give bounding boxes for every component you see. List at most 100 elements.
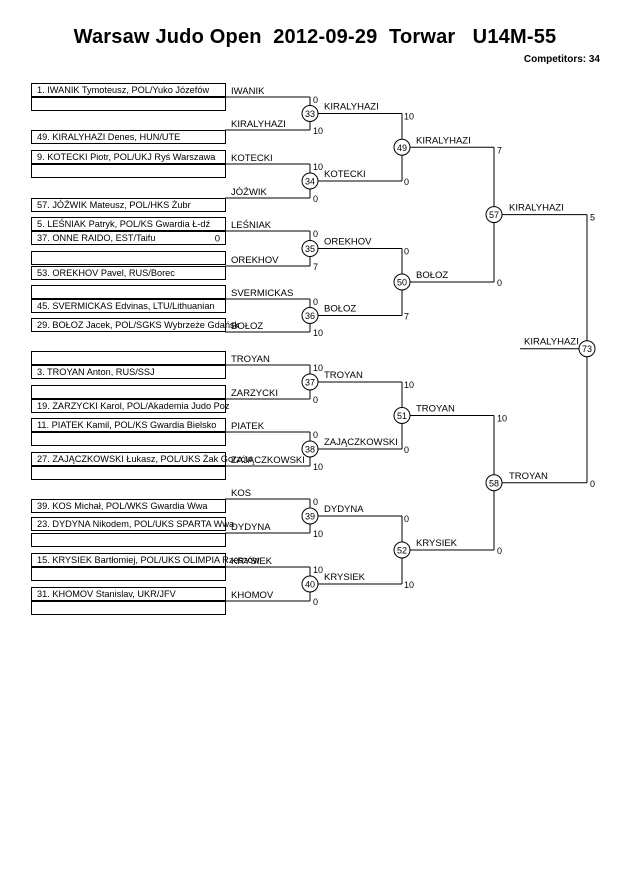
- entry-label: 53. OREKHOV Pavel, RUS/Borec: [37, 268, 175, 278]
- round1-match-circle: [301, 105, 319, 122]
- round1-score-bottom: 10: [313, 462, 323, 472]
- round1-winner-name: DYDYNA: [324, 504, 364, 515]
- round3-score-bottom: 0: [497, 546, 502, 556]
- entry-box: [31, 517, 226, 531]
- round1-top-name: KRYSIEK: [231, 556, 273, 567]
- entry-label: 39. KOS Michał, POL/WKS Gwardia Wwa: [37, 501, 208, 511]
- entry-box: [31, 385, 226, 399]
- round1-winner-name: KOTECKI: [324, 169, 366, 180]
- entry-box: [31, 251, 226, 265]
- final-score-bottom: 0: [590, 479, 595, 489]
- round3-match-number: 58: [489, 478, 499, 488]
- round2-match-circle: [393, 407, 411, 424]
- entry-box: [31, 83, 226, 97]
- round1-match-number: 33: [305, 109, 315, 119]
- round2-match-number: 52: [397, 546, 407, 556]
- round1-score-bottom: 10: [313, 529, 323, 539]
- entry-label: 3. TROYAN Anton, RUS/SSJ: [37, 367, 155, 377]
- entry-label: 45. SVERMICKAS Edvinas, LTU/Lithuanian: [37, 301, 215, 311]
- round1-match-circle: [301, 307, 319, 324]
- entry-label: 31. KHOMOV Stanislav, UKR/JFV: [37, 589, 177, 599]
- round2-score-bottom: 0: [404, 177, 409, 187]
- prelim-score: 0: [215, 234, 220, 245]
- entry-box: [31, 351, 226, 365]
- round1-winner-name: KRYSIEK: [324, 572, 366, 583]
- entry-box: [31, 452, 226, 466]
- round1-score-top: 0: [313, 229, 318, 239]
- entry-box: [31, 418, 226, 432]
- round1-winner-name: KIRALYHAZI: [324, 102, 379, 113]
- entry-label: 5. LEŚNIAK Patryk, POL/KS Gwardia Ł-dź: [37, 218, 211, 229]
- round1-match-circle: [301, 240, 319, 257]
- round2-winner-name: KIRALYHAZI: [416, 135, 471, 146]
- round1-match-circle: [301, 440, 319, 458]
- entry-label: 23. DYDYNA Nikodem, POL/UKS SPARTA Wwa: [37, 519, 235, 529]
- entry-box: [31, 299, 226, 313]
- round1-top-name: KOTECKI: [231, 153, 273, 164]
- entry-box: [31, 318, 226, 332]
- entry-box: [31, 567, 226, 581]
- round2-score-top: 0: [404, 514, 409, 524]
- round1-match-number: 39: [305, 512, 315, 522]
- entry-label: 1. IWANIK Tymoteusz, POL/Yuko Józefów: [37, 85, 209, 95]
- final-match-number: 73: [582, 344, 592, 354]
- round1-bottom-name: KIRALYHAZI: [231, 119, 286, 130]
- entry-label: 27. ZAJĄCZKOWSKI Łukasz, POL/UKS Żak Gor…: [37, 454, 253, 464]
- round1-score-bottom: 0: [313, 395, 318, 405]
- round3-match-circle: [485, 206, 503, 224]
- entry-box: [31, 285, 226, 299]
- final-match-circle: [578, 340, 596, 358]
- entry-box: [31, 587, 226, 601]
- round1-score-bottom: 0: [313, 194, 318, 204]
- round1-match-number: 34: [305, 177, 315, 187]
- entry-box: [31, 432, 226, 446]
- entry-label: 9. KOTECKI Piotr, POL/UKJ Ryś Warszawa: [37, 152, 216, 162]
- entry-box: [31, 266, 226, 280]
- round1-winner-name: BOŁOZ: [324, 304, 356, 315]
- entry-label: 49. KIRALYHAZI Denes, HUN/UTE: [37, 132, 180, 142]
- round1-top-name: IWANIK: [231, 86, 265, 97]
- round1-match-number: 36: [305, 311, 315, 321]
- round2-match-circle: [393, 138, 411, 156]
- round1-top-name: LEŚNIAK: [231, 219, 272, 231]
- round2-score-bottom: 7: [404, 312, 409, 322]
- final-winner-name: KIRALYHAZI: [524, 337, 579, 348]
- round1-score-bottom: 10: [313, 328, 323, 338]
- round1-bottom-name: BOŁOZ: [231, 321, 263, 332]
- round1-bottom-name: JÓŹWIK: [231, 187, 268, 198]
- final-score-top: 5: [590, 213, 595, 223]
- round2-match-circle: [393, 273, 411, 291]
- round1-score-top: 10: [313, 363, 323, 373]
- round1-match-circle: [301, 507, 319, 525]
- round1-score-top: 0: [313, 297, 318, 307]
- round1-match-number: 40: [305, 580, 315, 590]
- round3-winner-name: TROYAN: [509, 471, 548, 482]
- round2-winner-name: KRYSIEK: [416, 538, 458, 549]
- round1-score-top: 10: [313, 565, 323, 575]
- round1-bottom-name: OREKHOV: [231, 255, 279, 266]
- round1-match-number: 37: [305, 378, 315, 388]
- entry-box: [31, 399, 226, 413]
- round1-match-number: 38: [305, 445, 315, 455]
- round3-winner-name: KIRALYHAZI: [509, 203, 564, 214]
- round2-score-top: 10: [404, 112, 414, 122]
- entry-box: [31, 198, 226, 212]
- entry-box: [31, 231, 226, 245]
- competitors-count: Competitors: 34: [523, 54, 600, 65]
- round1-score-top: 10: [313, 162, 323, 172]
- round1-bottom-name: DYDYNA: [231, 522, 271, 533]
- entry-label: 19. ZARZYCKI Karol, POL/Akademia Judo Po…: [37, 401, 230, 411]
- entry-box: [31, 164, 226, 178]
- round2-score-top: 0: [404, 247, 409, 257]
- round2-score-top: 10: [404, 380, 414, 390]
- round2-score-bottom: 10: [404, 580, 414, 590]
- round3-match-circle: [485, 474, 503, 492]
- round1-score-bottom: 10: [313, 126, 323, 136]
- round3-score-bottom: 0: [497, 278, 502, 288]
- round1-match-number: 35: [305, 244, 315, 254]
- round2-score-bottom: 0: [404, 445, 409, 455]
- entry-box: [31, 130, 226, 144]
- entry-box: [31, 150, 226, 164]
- entry-label: 37. ONNE RAIDO, EST/Taifu: [37, 233, 155, 243]
